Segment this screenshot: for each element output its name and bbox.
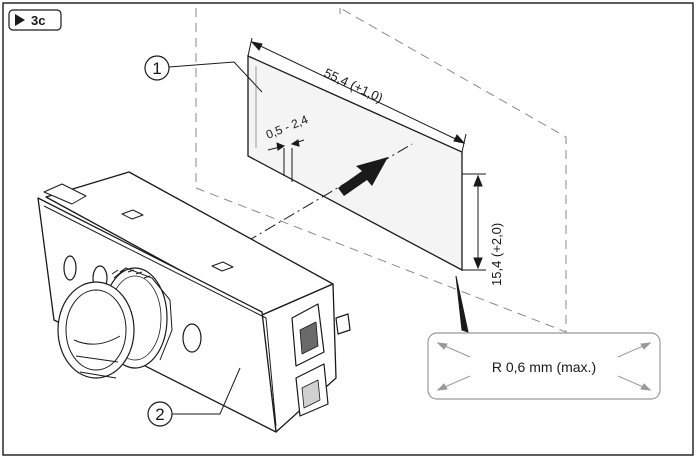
top-slot-1 xyxy=(121,209,144,220)
panel-outline xyxy=(195,7,567,333)
top-slot-2 xyxy=(211,261,234,272)
callout-1: 1 xyxy=(144,55,263,93)
step-tag: 3c xyxy=(8,9,62,31)
radius-detail: R 0,6 mm (max.) xyxy=(427,275,661,400)
play-triangle-icon xyxy=(15,14,25,26)
mounting-panel xyxy=(195,7,567,333)
radius-detail-box xyxy=(427,332,661,400)
thickness-dimension xyxy=(267,139,305,182)
detail-pointer xyxy=(455,275,469,333)
mounting-hole-1 xyxy=(63,255,77,281)
width-dimension xyxy=(247,37,467,153)
radius-note: R 0,6 mm (max.) xyxy=(492,359,596,375)
step-label: 3c xyxy=(31,13,45,28)
height-dimension-label: 15,4 (+2,0) xyxy=(489,223,504,286)
top-clip xyxy=(43,183,87,205)
rear-tab xyxy=(335,313,351,335)
side-latches xyxy=(291,303,351,417)
height-dimension xyxy=(462,173,486,271)
callout-2: 2 xyxy=(147,367,241,427)
callout-1-number: 1 xyxy=(152,59,161,78)
callout-2-number: 2 xyxy=(155,405,164,424)
figure-border xyxy=(2,2,694,456)
mounting-hole-3 xyxy=(182,323,202,353)
connector-wheel xyxy=(57,267,173,379)
insertion-arrow-icon xyxy=(338,157,388,196)
insertion-path xyxy=(245,143,413,243)
